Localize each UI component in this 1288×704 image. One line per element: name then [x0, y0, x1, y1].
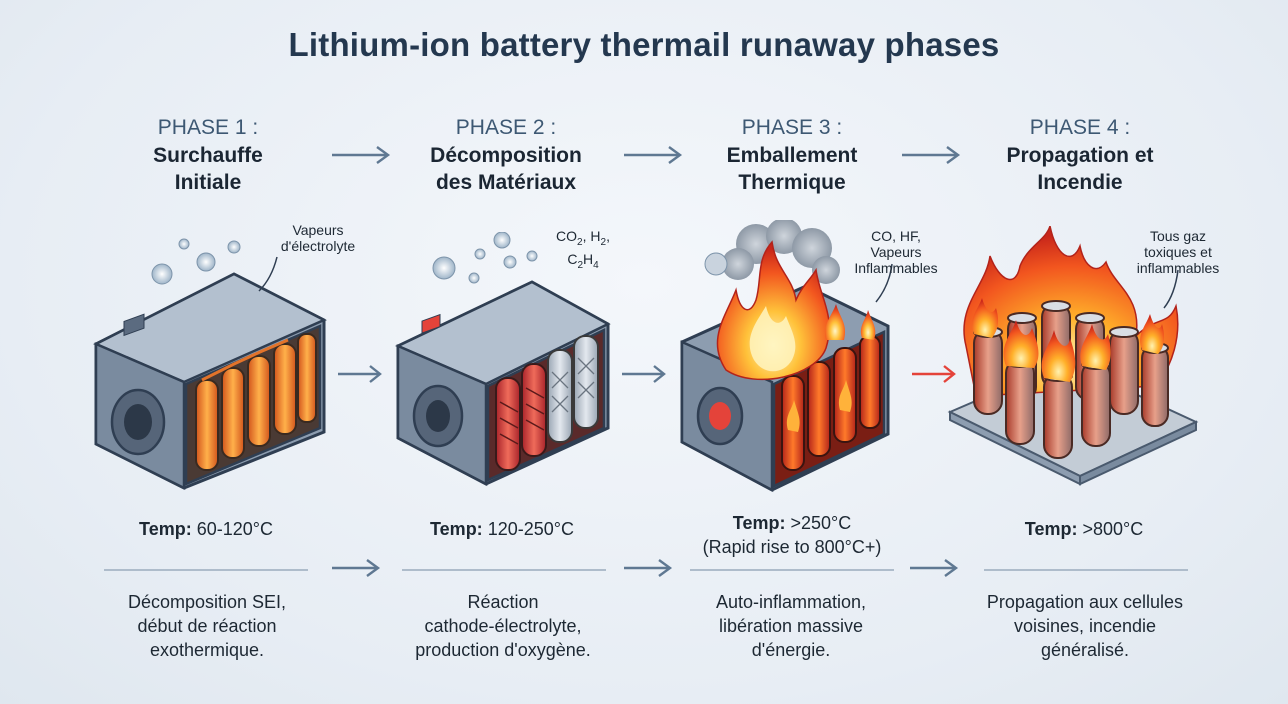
phase-1-header: PHASE 1 : Surchauffe Initiale: [88, 116, 328, 196]
arrow-right-icon: [332, 146, 391, 164]
phase-4-temp-label: Temp:: [1024, 519, 1078, 539]
phase-1-gas-line1: Vapeurs: [292, 222, 344, 238]
phase-3-name: Emballement Thermique: [672, 142, 912, 196]
phase-2-name: Décomposition des Matériaux: [386, 142, 626, 196]
phase-2-gas-label: CO2, H2, C2H4: [548, 228, 618, 274]
phase-4-gas-label: Tous gaz toxiques et inflammables: [1118, 228, 1238, 276]
phase-1-name-line2: Initiale: [174, 171, 242, 194]
phase-3-gas-label: CO, HF, Vapeurs Inflammables: [836, 228, 956, 276]
divider: [984, 569, 1188, 571]
phase-3-temperature: Temp: >250°C (Rapid rise to 800°C+): [662, 511, 922, 559]
phase-3-gas-line3: Inflammables: [854, 260, 938, 276]
phase-2-header: PHASE 2 : Décomposition des Matériaux: [386, 116, 626, 196]
phase-2-temp-value: 120-250°C: [487, 519, 574, 539]
phase-4-name: Propagation et Incendie: [960, 142, 1200, 196]
phase-3-gas-line2: Vapeurs: [870, 244, 922, 260]
phase-3-desc-line1: Auto-inflammation,: [715, 592, 867, 612]
phase-1-desc-line3: exothermique.: [149, 640, 265, 660]
phase-4-gas-line1: Tous gaz: [1149, 228, 1207, 244]
divider: [104, 569, 308, 571]
phase-3-name-line1: Emballement: [726, 144, 858, 167]
phase-1-temp-label: Temp:: [139, 519, 192, 539]
phase-1-gas-label: Vapeurs d'électrolyte: [268, 222, 368, 254]
phase-4-gas-line3: inflammables: [1136, 260, 1220, 276]
label-leader-line: [258, 256, 278, 292]
arrow-right-icon: [910, 559, 959, 577]
phase-2-name-line2: des Matériaux: [435, 171, 577, 194]
phase-2-temperature: Temp: 120-250°C: [372, 517, 632, 541]
phase-3-temp-value: >250°C: [790, 513, 852, 533]
phase-3-name-line2: Thermique: [738, 171, 846, 194]
phase-1-temperature: Temp: 60-120°C: [76, 517, 336, 541]
phase-4-temperature: Temp: >800°C: [954, 517, 1214, 541]
phase-3-desc-line2: libération massive: [718, 616, 864, 636]
phase-2-desc-line3: production d'oxygène.: [415, 640, 591, 660]
phase-2-number: PHASE 2 :: [455, 116, 557, 139]
phase-4-desc-line2: voisines, incendie: [1013, 616, 1157, 636]
label-leader-line: [875, 263, 893, 303]
phase-1-desc-line1: Décomposition SEI,: [127, 592, 287, 612]
arrow-right-icon: [338, 365, 382, 383]
phase-2-temp-label: Temp:: [430, 519, 483, 539]
phase-4-number: PHASE 4 :: [1029, 116, 1131, 139]
phase-2-desc-line1: Réaction: [467, 592, 539, 612]
phase-2-desc-line2: cathode-électrolyte,: [424, 616, 582, 636]
phase-3-temp-note: (Rapid rise to 800°C+): [702, 537, 882, 557]
phase-1-desc-line2: début de réaction: [137, 616, 277, 636]
arrow-right-hot-icon: [912, 365, 956, 383]
label-leader-line: [1163, 269, 1179, 309]
arrow-right-icon: [624, 559, 673, 577]
arrow-right-icon: [624, 146, 683, 164]
phase-1-description: Décomposition SEI, début de réaction exo…: [72, 590, 342, 662]
phase-4-temp-value: >800°C: [1082, 519, 1144, 539]
arrow-right-icon: [622, 365, 666, 383]
phase-1-gas-line2: d'électrolyte: [280, 238, 356, 254]
phase-2-battery-illustration: [394, 232, 611, 487]
phase-2-gas-line1: CO2, H2,: [556, 228, 610, 248]
phase-4-desc-line3: généralisé.: [1040, 640, 1130, 660]
phase-4-header: PHASE 4 : Propagation et Incendie: [960, 116, 1200, 196]
phase-3-desc-line3: d'énergie.: [751, 640, 831, 660]
phase-3-description: Auto-inflammation, libération massive d'…: [656, 590, 926, 662]
phase-3-header: PHASE 3 : Emballement Thermique: [672, 116, 912, 196]
arrow-right-icon: [902, 146, 961, 164]
phase-1-name-line1: Surchauffe: [153, 144, 263, 167]
arrow-right-icon: [332, 559, 381, 577]
phase-4-name-line1: Propagation et: [1006, 144, 1154, 167]
phase-4-name-line2: Incendie: [1037, 171, 1123, 194]
diagram-title: Lithium-ion battery thermail runaway pha…: [288, 26, 1000, 63]
phase-3-number: PHASE 3 :: [741, 116, 843, 139]
phase-2-name-line1: Décomposition: [430, 144, 582, 167]
divider: [402, 569, 606, 571]
phase-2-description: Réaction cathode-électrolyte, production…: [368, 590, 638, 662]
phase-4-desc-line1: Propagation aux cellules: [986, 592, 1184, 612]
phase-4-gas-line2: toxiques et: [1144, 244, 1212, 260]
phase-1-battery-illustration: [93, 238, 327, 491]
phase-3-battery-illustration: [680, 220, 890, 493]
phase-3-temp-label: Temp:: [732, 513, 786, 533]
phase-1-name: Surchauffe Initiale: [88, 142, 328, 196]
phase-4-description: Propagation aux cellules voisines, incen…: [950, 590, 1220, 662]
phase-4-fire-illustration: [947, 226, 1199, 486]
phase-2-gas-line2: C2H4: [567, 250, 599, 271]
phase-3-gas-line1: CO, HF,: [871, 228, 921, 244]
phase-1-number: PHASE 1 :: [157, 116, 259, 139]
divider: [690, 569, 894, 571]
phase-1-temp-value: 60-120°C: [196, 519, 273, 539]
